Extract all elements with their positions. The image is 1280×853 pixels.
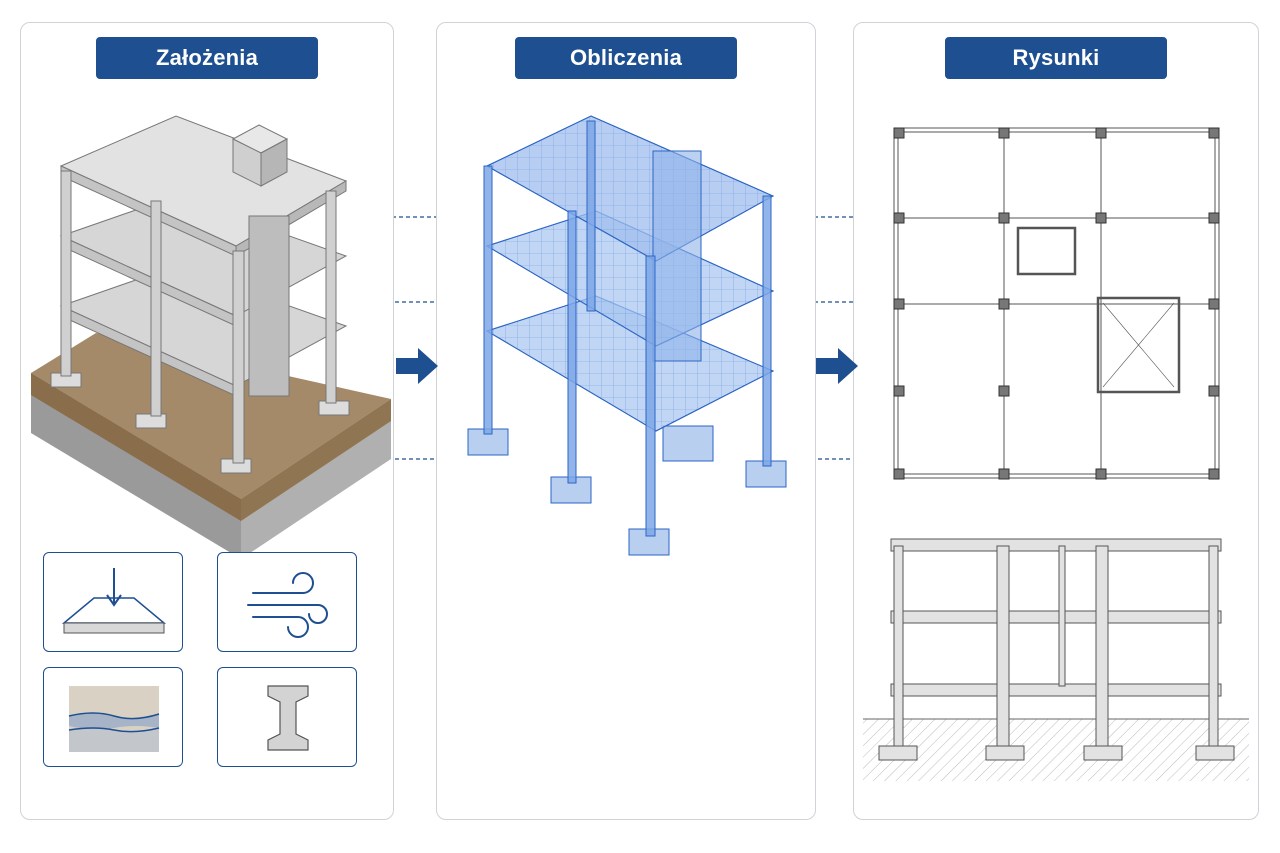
panel-title-calculations: Obliczenia [515,37,737,79]
concrete-building-model [31,115,391,559]
i-beam-icon-box [217,667,357,767]
assumptions-panel: Założenia [20,22,394,820]
load-icon [61,568,167,634]
floor-plan-drawing [893,127,1220,480]
calculations-panel: Obliczenia [436,22,816,820]
wireframe-analysis-model [467,115,787,556]
load-icon-box [43,552,183,652]
section-elevation-drawing [863,538,1249,781]
panel-title-assumptions: Założenia [96,37,318,79]
arrow-right-icon [816,348,858,384]
wind-icon [247,572,328,638]
arrow-right-icon [396,348,438,384]
wind-icon-box [217,552,357,652]
panel-title-drawings: Rysunki [945,37,1167,79]
i-beam-icon [267,685,309,751]
soil-layers-icon-box [43,667,183,767]
drawings-panel: Rysunki [853,22,1259,820]
soil-layers-icon [68,686,160,752]
